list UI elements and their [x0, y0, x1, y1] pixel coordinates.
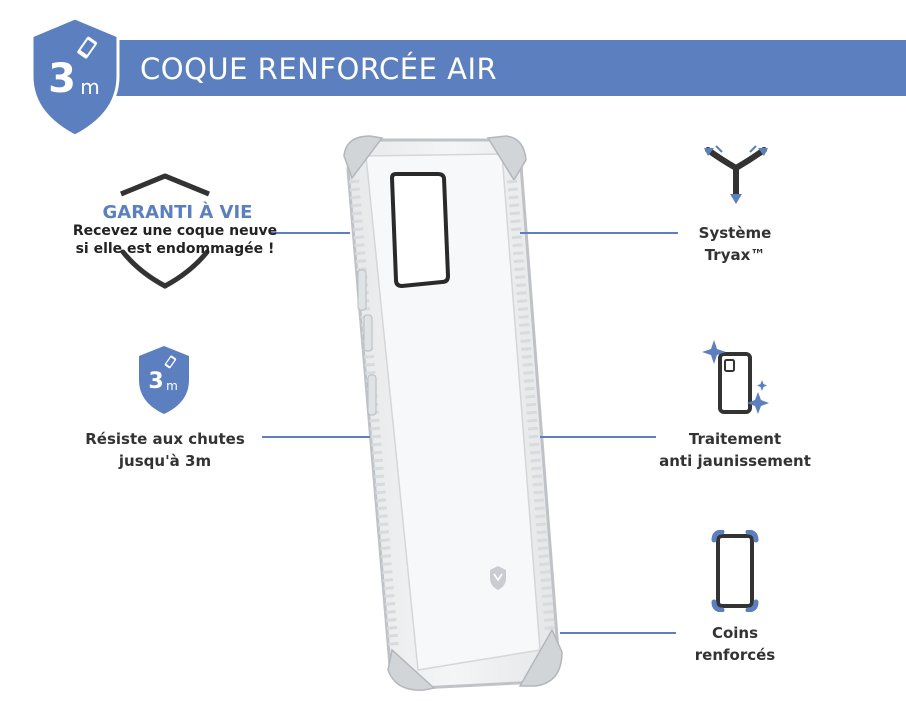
chute-line-2: jusqu'à 3m — [118, 452, 212, 470]
shield-3m-small-icon: 3 m — [139, 346, 189, 414]
page-title: COQUE RENFORCÉE AIR — [140, 52, 498, 86]
small-shield-number: 3 — [148, 369, 163, 394]
coins-text: Coins renforcés — [660, 622, 810, 666]
shield-unit: m — [80, 75, 99, 99]
sparkle-phone-icon — [702, 340, 769, 414]
corner-phone-icon — [711, 530, 759, 612]
connector-line-tryax — [520, 232, 678, 234]
tryax-line-2: Tryax™ — [704, 246, 766, 264]
chute-text: Résiste aux chutes jusqu'à 3m — [60, 428, 270, 472]
coins-line-2: renforcés — [694, 646, 776, 664]
traitement-line-2: anti jaunissement — [659, 452, 811, 470]
garanti-line-2: si elle est endommagée ! — [75, 241, 275, 257]
chute-line-1: Résiste aux chutes — [85, 430, 245, 448]
brand-shield-logo-icon — [490, 566, 506, 590]
traitement-text: Traitement anti jaunissement — [640, 428, 830, 472]
shield-number: 3 — [48, 56, 76, 102]
tryax-arrows-icon — [704, 145, 768, 204]
small-shield-unit: m — [166, 379, 178, 393]
garanti-line-1: Recevez une coque neuve — [72, 223, 278, 239]
tryax-line-1: Système — [698, 224, 772, 242]
shield-3m-icon: 3 m — [30, 16, 120, 138]
shield-outline-icon — [120, 173, 210, 289]
phone-case-illustration — [343, 135, 563, 691]
coins-line-1: Coins — [711, 624, 759, 642]
connector-line-traitement — [540, 436, 656, 438]
connector-line-garanti — [270, 232, 350, 234]
connector-line-chute — [262, 436, 370, 438]
garanti-title: GARANTI À VIE — [102, 202, 253, 223]
header-banner — [86, 40, 906, 96]
garanti-subtitle: Recevez une coque neuve si elle est endo… — [40, 222, 310, 258]
tryax-text: Système Tryax™ — [660, 222, 810, 266]
traitement-line-1: Traitement — [688, 430, 782, 448]
connector-line-coins — [560, 632, 676, 634]
